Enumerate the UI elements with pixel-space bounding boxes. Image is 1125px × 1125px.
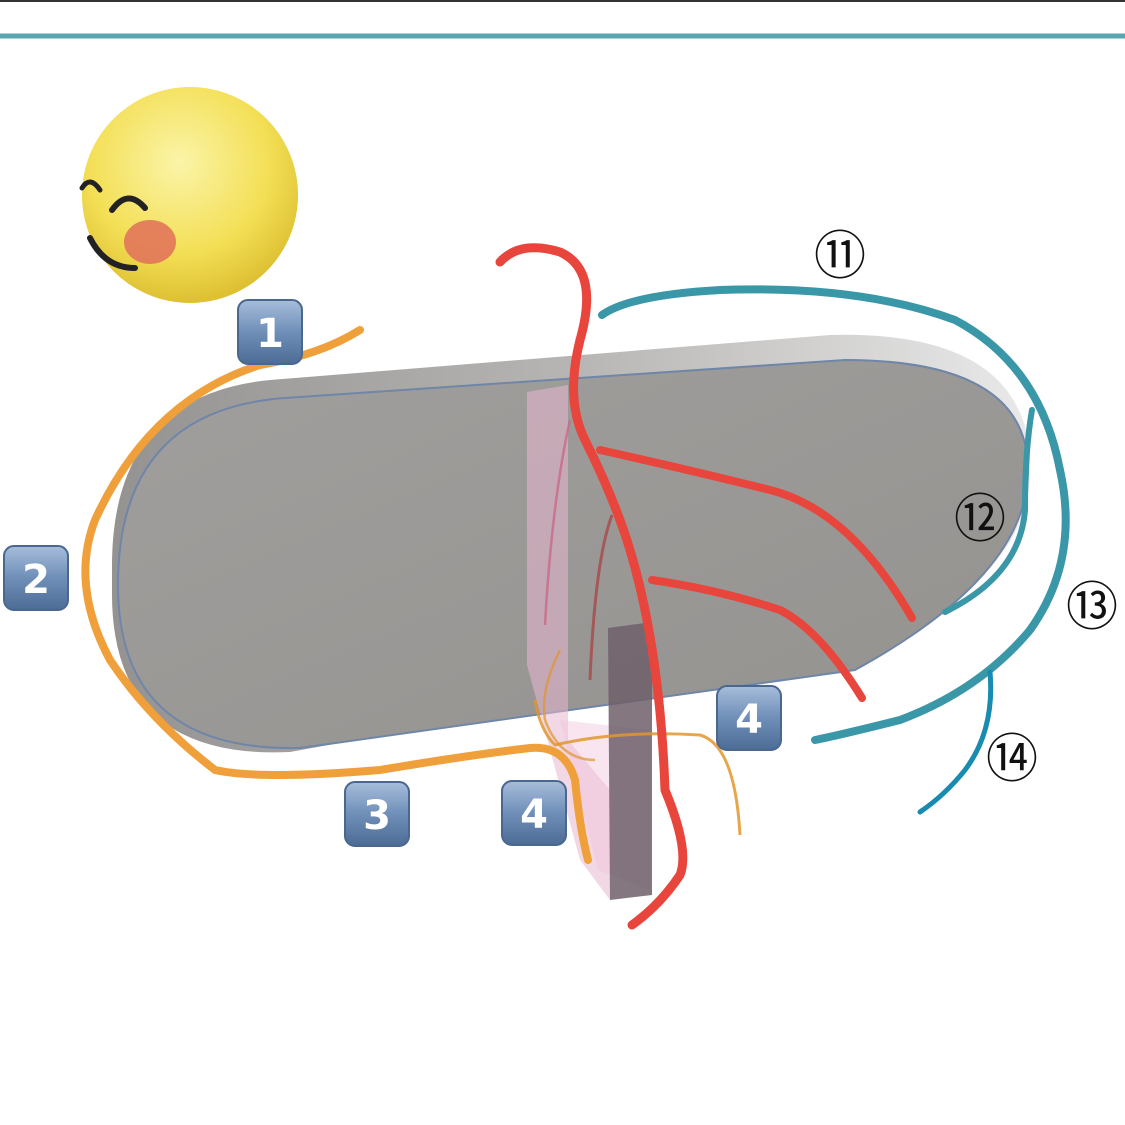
smiling-face-emoji-icon <box>79 87 298 303</box>
dark-panel <box>608 622 652 900</box>
pink-panel <box>527 385 610 900</box>
keycap-1-label: 1 <box>256 311 284 357</box>
keycap-3: 3 <box>344 781 410 847</box>
keycap-2-label: 2 <box>22 557 50 603</box>
keycap-3-label: 3 <box>363 793 391 839</box>
circled-label-12: ⑫ <box>954 490 1006 550</box>
keycap-4-right: 4 <box>716 685 782 751</box>
keycap-4-lower: 4 <box>501 780 567 846</box>
orange-branch-a <box>533 699 742 836</box>
keycap-2: 2 <box>3 545 69 611</box>
circled-label-11: ⑪ <box>814 227 866 287</box>
orange-branch-b <box>542 649 596 762</box>
teal-path-inner <box>942 407 1035 615</box>
thin-red-line-b <box>588 514 614 681</box>
red-main-path <box>495 243 688 930</box>
red-branch-upper <box>596 446 916 622</box>
thin-red-line-a <box>543 419 572 626</box>
circled-label-13: ⑬ <box>1066 578 1118 638</box>
orange-path <box>81 326 592 864</box>
teal-path-14 <box>917 669 994 815</box>
slab-top <box>116 358 1030 750</box>
keycap-4-lower-label: 4 <box>520 792 548 838</box>
keycap-4-right-label: 4 <box>735 697 763 743</box>
red-branch-lower <box>648 576 866 702</box>
keycap-1: 1 <box>237 299 303 365</box>
teal-path-outer <box>598 285 1070 744</box>
circled-label-14: ⑭ <box>986 730 1038 790</box>
